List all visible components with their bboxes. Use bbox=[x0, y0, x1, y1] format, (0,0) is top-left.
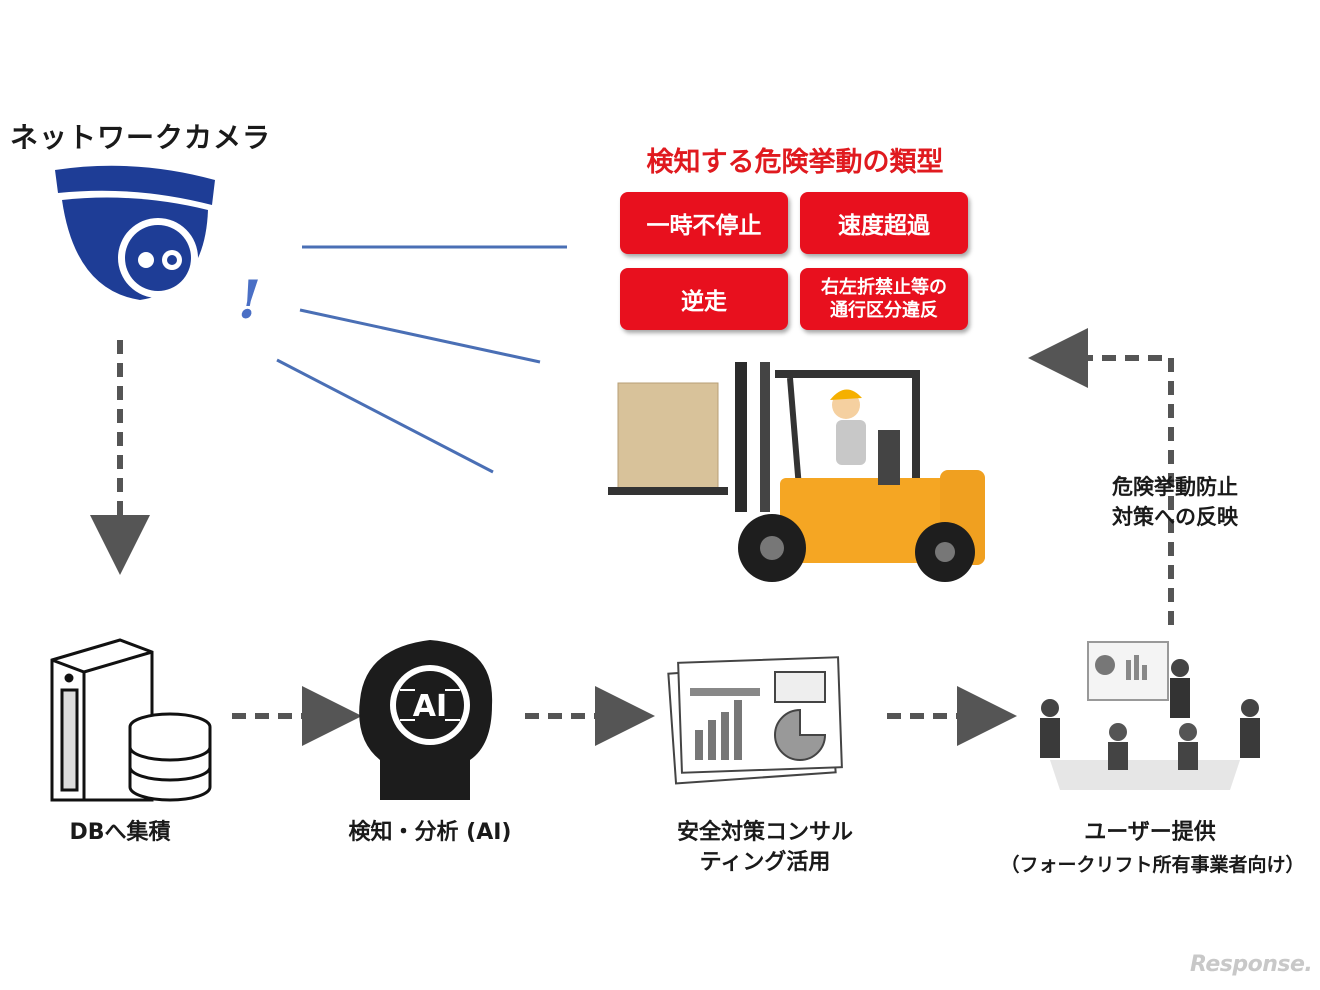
ai-badge: AI bbox=[413, 689, 447, 724]
hazard-speeding: 速度超過 bbox=[800, 192, 968, 254]
forklift-illustration bbox=[608, 362, 985, 582]
consulting-report-icon bbox=[667, 656, 843, 785]
cargo-box bbox=[617, 382, 719, 489]
hazard-wrong-way: 逆走 bbox=[620, 268, 788, 330]
consult-label: 安全対策コンサル ティング活用 bbox=[676, 820, 853, 875]
mast bbox=[735, 362, 747, 512]
db-label: DBへ集積 bbox=[69, 820, 171, 845]
feedback-label: 危険挙動防止 対策への反映 bbox=[1112, 475, 1238, 529]
camera-title: ネットワークカメラ bbox=[10, 121, 272, 154]
seat bbox=[878, 430, 900, 485]
worker-body bbox=[836, 420, 866, 465]
hazard-stop-violation: 一時不停止 bbox=[620, 192, 788, 254]
cab-roof bbox=[775, 370, 920, 378]
network-camera-icon bbox=[55, 165, 215, 300]
camera-sight-lines bbox=[276, 245, 567, 474]
forks bbox=[608, 487, 728, 495]
hazard-types-title: 検知する危険挙動の類型 bbox=[646, 147, 944, 178]
ai-label: 検知・分析 (AI) bbox=[348, 820, 512, 845]
user-label: ユーザー提供 bbox=[1084, 820, 1216, 845]
hazard-lane-violation: 右左折禁止等の 通行区分違反 bbox=[800, 268, 968, 330]
user-sublabel: （フォークリフト所有事業者向け） bbox=[1000, 854, 1305, 876]
meeting-presentation-icon bbox=[1040, 641, 1260, 790]
ai-head-icon: AI bbox=[359, 640, 493, 800]
arrow-feedback-to-forklift bbox=[1028, 328, 1174, 625]
flow-arrows bbox=[90, 328, 1174, 746]
worker-helmet bbox=[830, 389, 862, 400]
database-server-icon bbox=[50, 638, 212, 802]
watermark: Response. bbox=[1190, 952, 1313, 977]
alert-mark: ! bbox=[238, 270, 261, 331]
